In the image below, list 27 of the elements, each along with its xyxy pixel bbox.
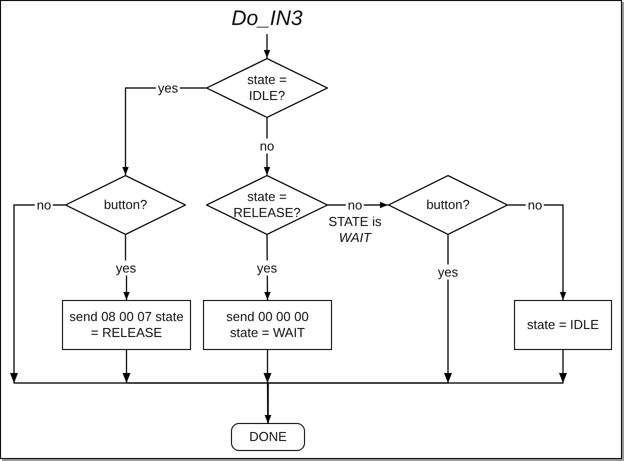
node-text: Do_IN3: [231, 7, 303, 31]
process-box: [514, 300, 612, 350]
node-text: button?: [104, 197, 148, 213]
process-box: [203, 300, 332, 350]
node-text: button?: [426, 197, 470, 213]
terminal-box: [231, 423, 305, 451]
decision-diamond: [65, 175, 186, 235]
note-text: STATE is WAIT: [328, 214, 382, 246]
node-text: send 00 00 00 state = WAIT: [225, 309, 310, 341]
node-text: state = RELEASE?: [232, 189, 302, 221]
arrow: [264, 118, 270, 175]
edge-label: no: [258, 138, 276, 154]
arrow: [264, 350, 567, 423]
edge-label: yes: [436, 264, 460, 280]
node-text: DONE: [249, 429, 287, 445]
arrow: [328, 202, 388, 208]
process-box: [62, 300, 191, 350]
edge-label: yes: [114, 260, 138, 276]
edge-label: yes: [254, 260, 280, 276]
node-text: state = IDLE: [527, 317, 599, 333]
decision-diamond: [206, 58, 328, 118]
arrow: [264, 34, 270, 58]
node-text: state = IDLE?: [246, 72, 288, 104]
node-text: send 08 00 07 state = RELEASE: [68, 309, 185, 341]
decision-diamond: [206, 175, 328, 235]
decision-diamond: [388, 175, 508, 235]
arrow: [508, 204, 566, 300]
